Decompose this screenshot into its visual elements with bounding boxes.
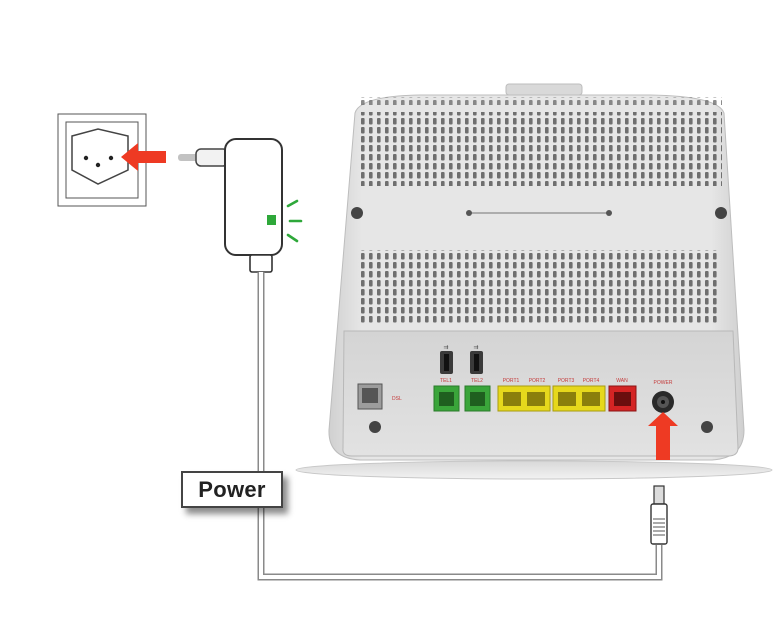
power-label: Power — [181, 471, 283, 508]
port1-label: PORT1 — [503, 378, 520, 384]
lan-ports-1-2: PORT1 PORT2 — [497, 378, 551, 412]
dsl-label: DSL — [392, 396, 402, 402]
port2-label: PORT2 — [529, 378, 546, 384]
wall-socket — [57, 113, 147, 207]
dc-connector — [650, 485, 668, 545]
adapter-led-icon — [267, 215, 276, 225]
power-socket: POWER — [652, 380, 674, 413]
plug-prong — [178, 148, 229, 167]
usb-icon: ⇉ — [443, 344, 448, 351]
socket-arrow-icon — [121, 143, 166, 171]
wan-port: WAN — [608, 378, 637, 412]
router — [295, 83, 773, 480]
lan-ports-3-4: PORT3 PORT4 — [552, 378, 606, 412]
usb-icon: ⇉ — [473, 344, 478, 351]
tel2-label: TEL2 — [471, 378, 483, 384]
port3-label: PORT3 — [558, 378, 575, 384]
usb-port-right: ⇉ — [470, 344, 483, 374]
tel1-label: TEL1 — [440, 378, 452, 384]
power-label-text: Power — [198, 476, 266, 502]
power-socket-label: POWER — [654, 380, 673, 386]
port4-label: PORT4 — [583, 378, 600, 384]
usb-port-left: ⇉ — [440, 344, 453, 374]
wan-label: WAN — [616, 378, 628, 384]
tel2-port: TEL2 — [464, 378, 491, 412]
power-adapter — [224, 138, 303, 273]
dsl-port: DSL — [357, 383, 402, 410]
led-glow-icon — [286, 199, 303, 243]
power-arrow-icon — [648, 412, 678, 460]
tel1-port: TEL1 — [433, 378, 460, 412]
